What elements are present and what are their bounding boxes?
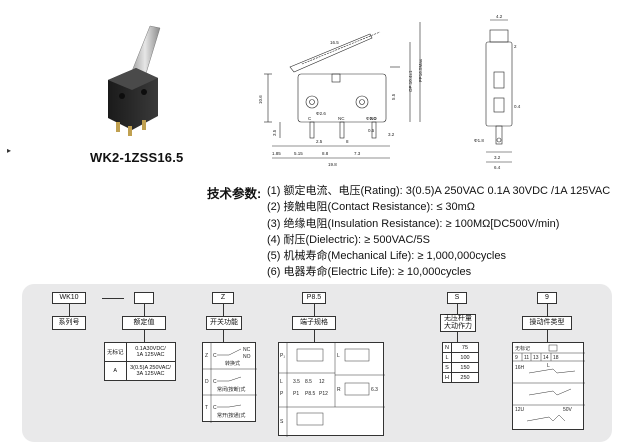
svg-text:L: L: [337, 353, 340, 359]
code-rating: [134, 292, 154, 304]
svg-text:14: 14: [543, 355, 549, 361]
dim-a: 1.85: [272, 151, 281, 156]
svg-text:Z: Z: [205, 353, 208, 359]
svg-text:无标记: 无标记: [515, 345, 530, 352]
svg-text:常开(按通)式: 常开(按通)式: [217, 412, 245, 419]
dim-total: 19.8: [328, 162, 337, 167]
actuator-options: 无标记 9 11 13 14 18 16H L 12U 50V: [512, 342, 585, 430]
terminal-no: NO: [370, 116, 377, 121]
svg-text:P8.5: P8.5: [305, 391, 316, 397]
bullet-mark: ▸: [7, 146, 12, 155]
spec-electric-life: (6) 电器寿命(Electric Life): ≥ 10,000cycles: [267, 266, 472, 279]
dim-hole: Φ2.6: [316, 111, 326, 116]
dim-height-left: 10.6: [258, 95, 263, 104]
dim-pin-m: 8: [346, 139, 349, 144]
spec-list: (1) 额定电流、电压(Rating): 3(0.5)A 250VAC 0.1A…: [267, 183, 610, 281]
dimension-drawing: 16.5 4.2 OP:10.4±1 FP16.5Max 10.6 5.5 3.…: [258, 14, 521, 170]
dim-r-w4: 6.4: [494, 165, 501, 170]
dim-pin-l: 2.5: [316, 139, 323, 144]
terminal-c: C: [308, 116, 312, 121]
svg-text:12U: 12U: [515, 407, 525, 413]
code-function: Z: [212, 292, 234, 304]
dim-op: OP:10.4±1: [408, 70, 413, 92]
svg-text:12: 12: [319, 379, 325, 385]
svg-text:18: 18: [553, 355, 559, 361]
spec-rating: (1) 额定电流、电压(Rating): 3(0.5)A 250VAC 0.1A…: [267, 185, 611, 197]
svg-text:转换式: 转换式: [225, 360, 240, 367]
dim-lever: 16.5: [330, 40, 339, 45]
label-force: 无压杆量 大动作力: [440, 314, 476, 332]
svg-text:常闭(按断)式: 常闭(按断)式: [217, 386, 245, 393]
svg-text:NO: NO: [243, 354, 251, 360]
dim-d: 7.3: [354, 151, 361, 156]
label-function: 开关功能: [206, 316, 242, 330]
svg-text:16H: 16H: [515, 365, 525, 371]
dim-small-height: 5.5: [391, 93, 396, 100]
svg-text:3.5: 3.5: [293, 379, 300, 385]
svg-text:50V: 50V: [563, 407, 573, 413]
code-terminal: P8.5: [302, 292, 326, 304]
terminal-nc: NC: [338, 116, 345, 121]
svg-text:6.3: 6.3: [371, 387, 378, 393]
code-dash: [102, 298, 124, 299]
spec-dielectric: (4) 耐压(Dielectric): ≥ 500VAC/5S: [267, 233, 430, 246]
product-model: WK2-1ZSS16.5: [90, 150, 184, 165]
label-series: 系列号: [52, 316, 86, 330]
svg-text:S: S: [280, 419, 284, 425]
svg-text:L: L: [280, 379, 283, 385]
dim-r-w2: 0.4: [514, 104, 521, 109]
terminal-options: P₁ L R S L 3.5 8.5 12 P P1 P8.5 P12 6.3: [278, 342, 385, 437]
label-terminal: 端子规格: [292, 316, 336, 330]
svg-text:D: D: [205, 379, 209, 385]
label-actuator: 操动件类型: [522, 316, 572, 330]
svg-text:P12: P12: [319, 391, 328, 397]
svg-text:P₁: P₁: [280, 353, 285, 359]
svg-text:T: T: [205, 405, 208, 411]
code-series: WK10: [52, 292, 86, 304]
spec-title: 技术参数:: [207, 187, 262, 201]
svg-text:13: 13: [533, 355, 539, 361]
ordering-panel: WK10 Z P8.5 S 9 系列号 额定值 开关功能 端子规格 无压杆量 大…: [22, 284, 612, 442]
svg-text:9: 9: [515, 355, 518, 361]
spec-contact-resistance: (2) 接触电阻(Contact Resistance): ≤ 30mΩ: [267, 201, 476, 214]
dim-terminal-height: 3.5: [272, 129, 277, 136]
function-table: Z NC C NO 转换式 D C 常闭(按断)式 T C 常开(按通)式: [202, 342, 257, 423]
dim-fp: FP16.5Max: [418, 58, 423, 82]
dim-top-width: 4.2: [496, 14, 503, 19]
dim-r-dia: Φ1.8: [474, 138, 484, 143]
spec-mechanical-life: (5) 机械寿命(Mechanical Life): ≥ 1,000,000cy…: [267, 250, 506, 263]
svg-text:R: R: [337, 387, 341, 393]
svg-text:11: 11: [524, 355, 529, 361]
svg-text:NC: NC: [243, 347, 251, 353]
product-photo: [108, 25, 161, 136]
dim-r-w3: 3.2: [494, 155, 501, 160]
dim-hole-r: Φ2.4: [366, 116, 376, 121]
svg-text:C: C: [213, 353, 217, 359]
label-rating: 额定值: [122, 316, 166, 330]
svg-text:P1: P1: [293, 391, 299, 397]
code-actuator: 9: [537, 292, 557, 304]
dim-b: 5.15: [294, 151, 303, 156]
svg-text:L: L: [547, 363, 550, 369]
dim-c: 8.8: [322, 151, 329, 156]
dim-r-w1: 2: [514, 44, 517, 49]
spec-insulation-resistance: (3) 绝缘电阻(Insulation Resistance): ≥ 100MΩ…: [267, 217, 560, 230]
svg-text:P: P: [280, 391, 284, 397]
svg-text:C: C: [213, 379, 217, 385]
svg-text:8.5: 8.5: [305, 379, 312, 385]
dim-t-depth: 0.5: [368, 128, 375, 133]
dim-t-gap: 3.2: [388, 132, 395, 137]
code-force: S: [447, 292, 467, 304]
svg-text:C: C: [213, 405, 217, 411]
